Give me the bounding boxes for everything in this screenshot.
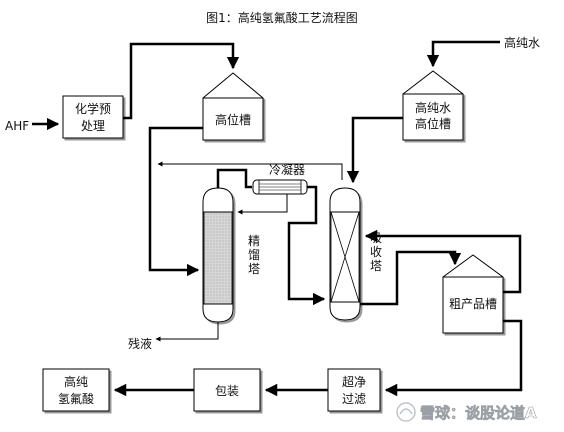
distill-label-2: 馏	[248, 248, 260, 262]
flow-crude-tank-recycle-to-absorption	[364, 229, 522, 294]
absorb-label-1: 吸	[370, 231, 382, 245]
water-tank-label-line2: 高位槽	[415, 116, 451, 131]
distill-label-3: 塔	[248, 262, 260, 276]
flow-distillation-top-to-condenser	[216, 168, 252, 189]
diagram-title: 图1：高纯氢氟酸工艺流程图	[206, 10, 358, 25]
flow-residue-out	[155, 322, 219, 342]
packaging-label: 包装	[215, 384, 239, 398]
flow-condenser-to-absorption	[287, 185, 326, 306]
high-level-tank-label: 高位槽	[215, 112, 251, 127]
pure-water-high-level-tank: 高纯水 高位槽	[402, 70, 464, 141]
pretreatment-label-line1: 化学预	[75, 101, 111, 116]
flow-high-tank-to-distillation	[148, 126, 203, 277]
distillation-tower: 精 馏 塔	[202, 187, 260, 323]
final-product-box: 高纯 氢氟酸	[42, 368, 110, 412]
product-label-line2: 氢氟酸	[58, 391, 94, 406]
pure-water-input-label: 高纯水	[504, 35, 540, 50]
flow-condenser-reflux-to-distillation	[237, 194, 288, 215]
product-label-line1: 高纯	[64, 374, 88, 389]
residue-output-label: 残液	[128, 336, 152, 351]
ultra-filtration-unit: 超净 过滤	[327, 368, 381, 412]
water-tank-label-line1: 高纯水	[415, 100, 451, 115]
watermark: 雪球：谈股论道A	[396, 402, 537, 422]
filter-label-line2: 过滤	[342, 392, 366, 406]
filter-label-line1: 超净	[342, 374, 366, 389]
flow-crude-tank-to-filtration	[384, 319, 523, 397]
ahf-input-label: AHF	[5, 119, 29, 133]
crude-tank-label: 粗产品槽	[449, 297, 497, 311]
packaging-unit: 包装	[193, 368, 261, 412]
absorption-tower: 吸 收 塔	[329, 187, 382, 321]
flow-pure-water-to-tank	[426, 40, 500, 68]
absorb-label-3: 塔	[370, 259, 382, 273]
condenser-label: 冷凝器	[269, 162, 305, 177]
distill-label-1: 精	[248, 234, 260, 248]
absorb-label-2: 收	[370, 245, 382, 259]
high-level-tank: 高位槽	[202, 72, 264, 141]
flow-absorption-to-crude-tank	[360, 250, 462, 306]
watermark-text: 雪球：谈股论道A	[420, 404, 537, 422]
snowball-logo-icon	[396, 402, 416, 422]
flow-reflux-return	[157, 161, 343, 180]
crude-product-tank: 粗产品槽	[442, 254, 504, 334]
pretreatment-unit: 化学预 处理	[62, 95, 124, 139]
pretreatment-label-line2: 处理	[81, 119, 105, 133]
flow-water-tank-to-absorption	[346, 116, 403, 184]
condenser-unit: 冷凝器	[252, 162, 308, 195]
flow-pretreatment-to-high-tank	[123, 42, 240, 120]
